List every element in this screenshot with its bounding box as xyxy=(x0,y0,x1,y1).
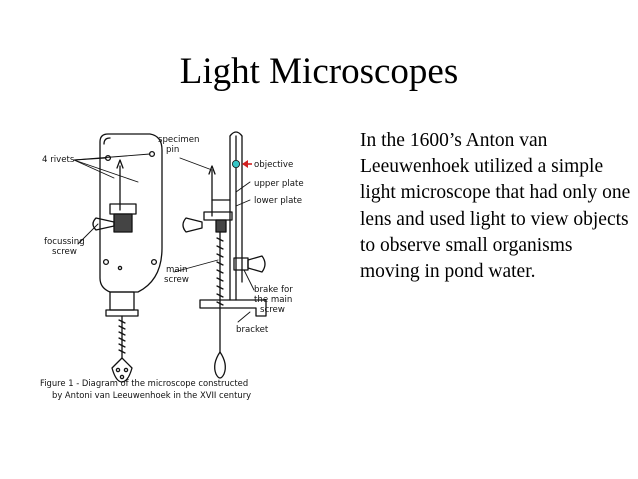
front-view-microscope xyxy=(92,133,163,383)
label-main-screw-line1: main xyxy=(166,265,187,275)
label-brake-line3: screw xyxy=(260,305,285,315)
label-brake-line1: brake for xyxy=(254,285,293,295)
microscope-diagram: 4 rivets specimen pin objective upper pl… xyxy=(40,120,350,410)
label-bracket: bracket xyxy=(236,325,269,335)
label-brake-line2: the main xyxy=(254,295,292,305)
objective-lens-icon xyxy=(231,160,240,169)
label-objective: objective xyxy=(254,160,293,170)
figure-caption-line2: by Antoni van Leeuwenhoek in the XVII ce… xyxy=(52,390,251,400)
label-rivets: 4 rivets xyxy=(42,155,75,165)
label-specimen-pin-line2: pin xyxy=(166,145,179,155)
side-view-microscope xyxy=(182,131,267,379)
label-specimen-pin-line1: specimen xyxy=(158,135,199,145)
label-main-screw-line2: screw xyxy=(164,275,189,285)
label-lower-plate: lower plate xyxy=(254,196,302,206)
label-upper-plate: upper plate xyxy=(254,179,304,189)
label-focussing-screw-line1: focussing xyxy=(44,237,85,247)
objective-arrow-icon xyxy=(242,160,252,168)
microscope-diagram-svg: 4 rivets specimen pin objective upper pl… xyxy=(40,131,304,400)
figure-caption-line1: Figure 1 - Diagram of the microscope con… xyxy=(40,378,248,388)
leader-lines xyxy=(73,153,255,323)
body-paragraph: In the 1600’s Anton van Leeuwenhoek util… xyxy=(360,130,631,283)
slide-title: Light Microscopes xyxy=(179,51,459,92)
label-focussing-screw-line2: screw xyxy=(52,247,77,257)
